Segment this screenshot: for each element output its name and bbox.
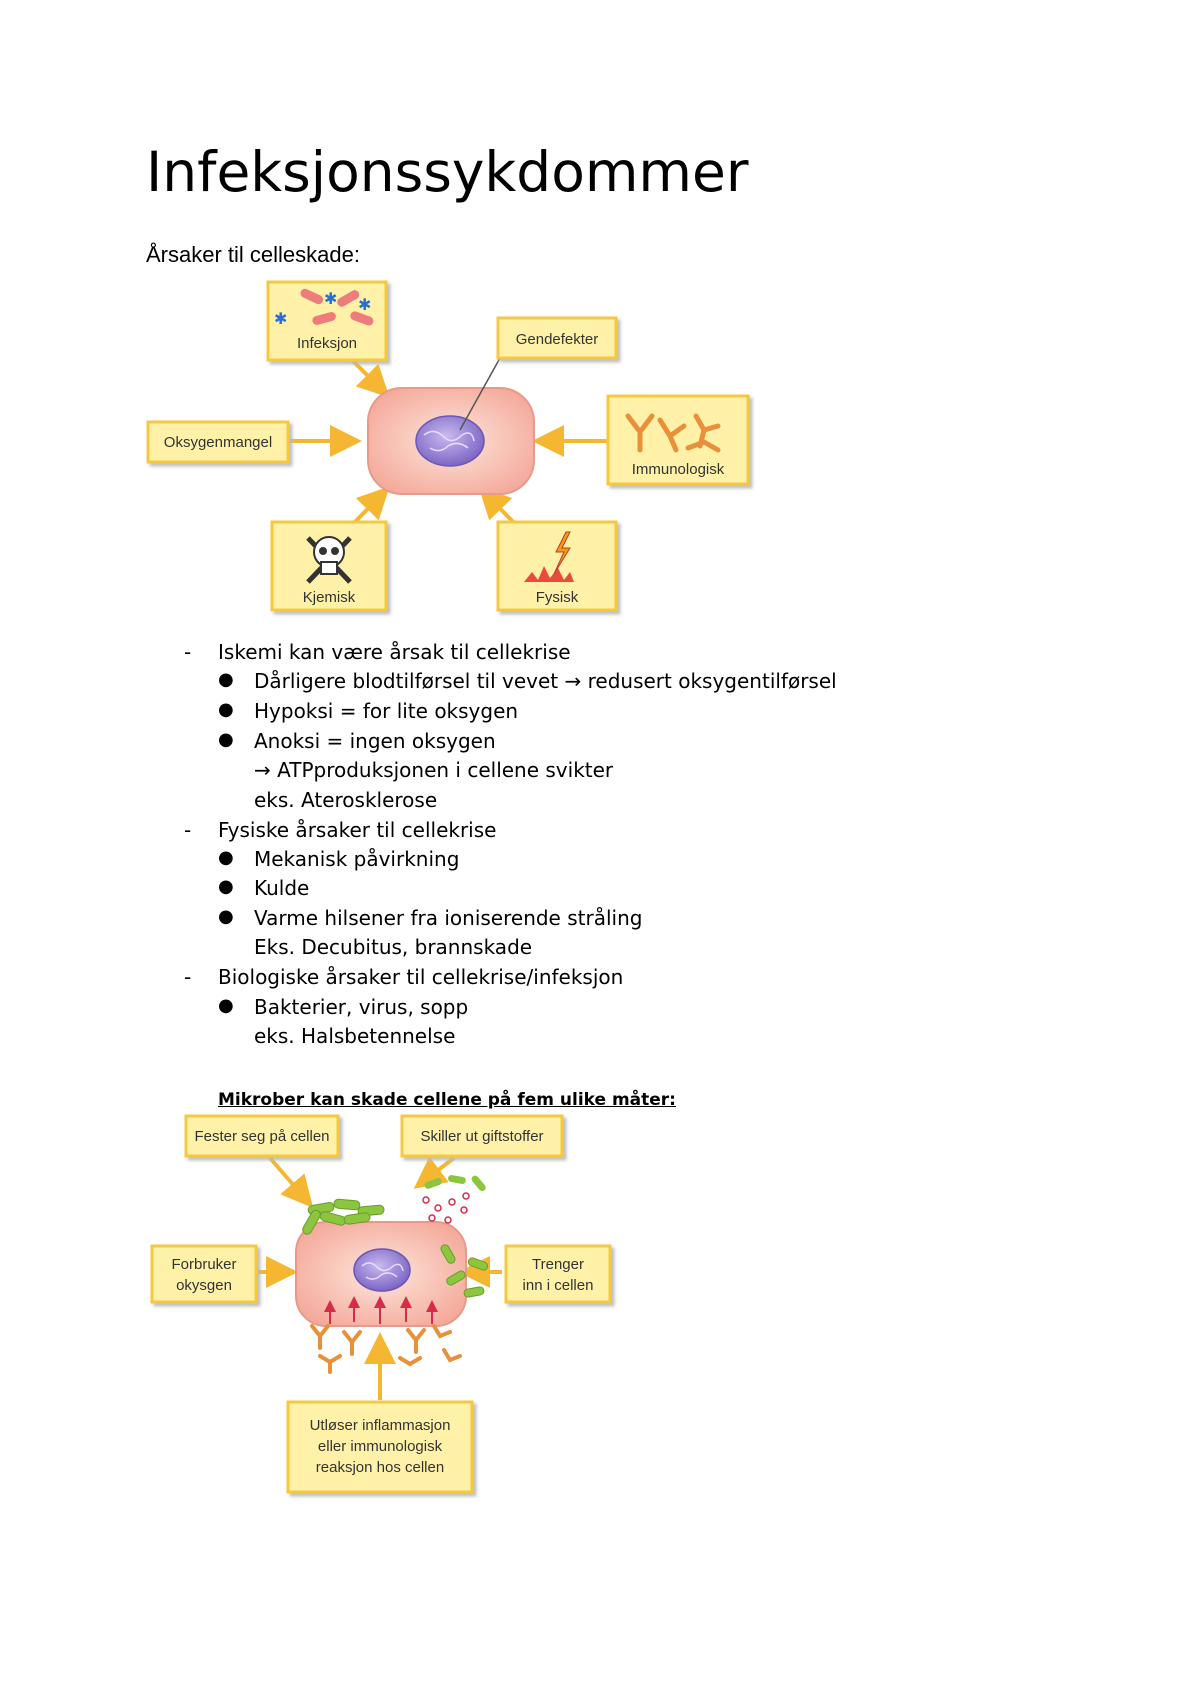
list-item: Dårligere blodtilførsel til vevet → redu…	[254, 669, 837, 693]
list-item: Anoksi = ingen oksygen	[254, 729, 496, 753]
box-label: Infeksjon	[297, 335, 357, 352]
box-kjemisk: Kjemisk	[270, 520, 388, 612]
lightning-icon	[524, 531, 574, 582]
box-label: Kjemisk	[303, 589, 356, 606]
box-fester: Fester seg på cellen	[184, 1114, 340, 1158]
box-label: Utløser inflammasjon	[310, 1417, 451, 1434]
cell-damage-diagram: ✱ ✱ ✱ Infeksjon Gendefekter Oksygenmange…	[146, 280, 750, 612]
box-utloser: Utløser inflammasjon eller immunologisk …	[286, 1400, 474, 1494]
box-forbruker: Forbruker okysgen	[150, 1244, 258, 1304]
list-item: Fysiske årsaker til cellekrise	[218, 818, 497, 842]
list-item: → ATPproduksjonen i cellene svikter	[254, 758, 614, 782]
list-item: Iskemi kan være årsak til cellekrise	[218, 640, 571, 664]
box-oksygenmangel: Oksygenmangel	[146, 420, 290, 464]
page-title: Infeksjonssykdommer	[146, 140, 749, 204]
box-label: reaksjon hos cellen	[316, 1459, 444, 1476]
list-item: Hypoksi = for lite oksygen	[254, 699, 519, 723]
toxin-icon	[422, 1175, 486, 1224]
box-skiller: Skiller ut giftstoffer	[400, 1114, 564, 1158]
box-label: Fester seg på cellen	[194, 1128, 329, 1145]
box-label: Gendefekter	[516, 331, 599, 348]
box-label: eller immunologisk	[318, 1438, 443, 1455]
box-immunologisk: Immunologisk	[606, 394, 750, 486]
svg-text:✱: ✱	[324, 291, 337, 308]
box-label: inn i cellen	[523, 1277, 594, 1294]
bacteria-icon: ✱ ✱ ✱	[274, 288, 374, 328]
box-gendefekter: Gendefekter	[496, 316, 618, 360]
box-fysisk: Fysisk	[496, 520, 618, 612]
antibody-icon	[310, 1324, 462, 1374]
box-label: Fysisk	[536, 589, 579, 606]
invading-bacteria-icon	[440, 1244, 489, 1298]
box-label: Oksygenmangel	[164, 434, 272, 451]
list-item: Bakterier, virus, sopp	[254, 995, 469, 1019]
antibody-icon	[625, 413, 721, 453]
subheading: Årsaker til celleskade:	[146, 242, 360, 267]
arrows	[258, 1156, 502, 1400]
box-label: Forbruker	[171, 1256, 236, 1273]
box-trenger: Trenger inn i cellen	[504, 1244, 612, 1304]
skull-icon	[306, 536, 352, 584]
list-item: Biologiske årsaker til cellekrise/infeks…	[218, 965, 624, 989]
list-item: Varme hilsener fra ioniserende stråling	[254, 906, 643, 930]
box-label: Trenger	[532, 1256, 584, 1273]
section-heading-microbes: Mikrober kan skade cellene på fem ulike …	[218, 1090, 676, 1110]
bacteria-icon	[302, 1198, 385, 1235]
box-label: Immunologisk	[632, 461, 725, 478]
list-item: Eks. Decubitus, brannskade	[254, 935, 533, 959]
box-label: okysgen	[176, 1277, 232, 1294]
box-label: Skiller ut giftstoffer	[420, 1128, 543, 1145]
list-item: eks. Aterosklerose	[254, 788, 438, 812]
svg-text:✱: ✱	[274, 311, 287, 328]
signal-arrows	[324, 1296, 438, 1324]
list-item: eks. Halsbetennelse	[254, 1024, 456, 1048]
microbe-damage-diagram: Fester seg på cellen Skiller ut giftstof…	[150, 1114, 612, 1494]
svg-text:✱: ✱	[358, 297, 371, 314]
list-item: Mekanisk påvirkning	[254, 847, 460, 871]
box-infeksjon: ✱ ✱ ✱ Infeksjon	[266, 280, 388, 362]
list-item: Kulde	[254, 876, 310, 900]
